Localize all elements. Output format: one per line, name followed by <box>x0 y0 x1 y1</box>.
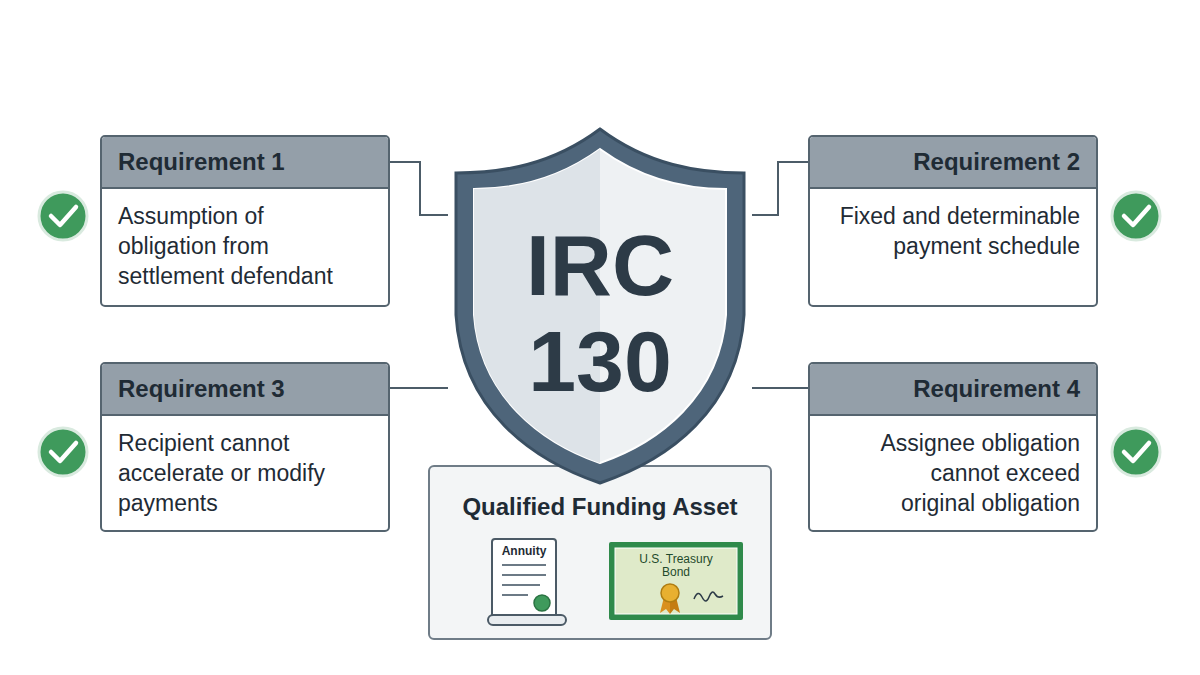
connector-line <box>390 162 448 215</box>
shield-face <box>474 149 726 463</box>
shield-label: IRC 130 <box>500 217 700 409</box>
requirement-card: Requirement 3Recipient cannot accelerate… <box>100 362 390 532</box>
icon-label: U.S. Treasury Bond <box>630 553 722 579</box>
shield-shade <box>474 149 600 463</box>
check-icon <box>1112 428 1160 476</box>
scroll-line <box>502 594 528 596</box>
check-circle <box>39 428 87 476</box>
scroll-line <box>502 564 546 566</box>
check-circle <box>1112 192 1160 240</box>
card-body-text: Assumption of obligation from settlement… <box>102 189 388 303</box>
check-mark <box>1124 443 1149 461</box>
card-body-text: Assignee obligation cannot exceed origin… <box>810 416 1096 530</box>
card-heading: Requirement 3 <box>102 364 388 416</box>
shield-outline <box>456 129 744 483</box>
panel-title: Qualified Funding Asset <box>430 493 770 521</box>
card-body-text: Recipient cannot accelerate or modify pa… <box>102 416 388 530</box>
check-icon <box>1112 192 1160 240</box>
check-mark <box>51 207 76 225</box>
connector-line <box>752 387 808 389</box>
card-heading: Requirement 1 <box>102 137 388 189</box>
bond-signature <box>694 592 723 601</box>
icon-label: Annuity <box>492 545 556 558</box>
requirement-card: Requirement 1Assumption of obligation fr… <box>100 135 390 307</box>
requirement-card: Requirement 4Assignee obligation cannot … <box>808 362 1098 532</box>
card-heading: Requirement 2 <box>810 137 1096 189</box>
check-circle <box>1112 428 1160 476</box>
shield-badge: IRC 130 <box>448 125 752 487</box>
requirement-card: Requirement 2Fixed and determinable paym… <box>808 135 1098 307</box>
scroll-roll <box>488 615 566 625</box>
card-heading: Requirement 4 <box>810 364 1096 416</box>
bond-icon: U.S. Treasury Bond <box>608 541 744 621</box>
annuity-icon: Annuity <box>482 535 570 629</box>
bond-seal <box>661 584 679 602</box>
bond-frame <box>609 542 743 620</box>
asset-panel: Qualified Funding AssetAnnuityU.S. Treas… <box>428 465 772 640</box>
check-mark <box>1124 207 1149 225</box>
check-mark <box>51 443 76 461</box>
check-icon <box>39 192 87 240</box>
scroll-seal <box>534 595 550 611</box>
connector-line <box>390 387 448 389</box>
card-body-text: Fixed and determinable payment schedule <box>810 189 1096 273</box>
scroll-line <box>502 574 546 576</box>
bond-face <box>615 548 737 614</box>
check-icon <box>39 428 87 476</box>
scroll-paper <box>492 539 556 619</box>
connector-line <box>752 162 808 215</box>
check-circle <box>39 192 87 240</box>
scroll-line <box>502 584 540 586</box>
